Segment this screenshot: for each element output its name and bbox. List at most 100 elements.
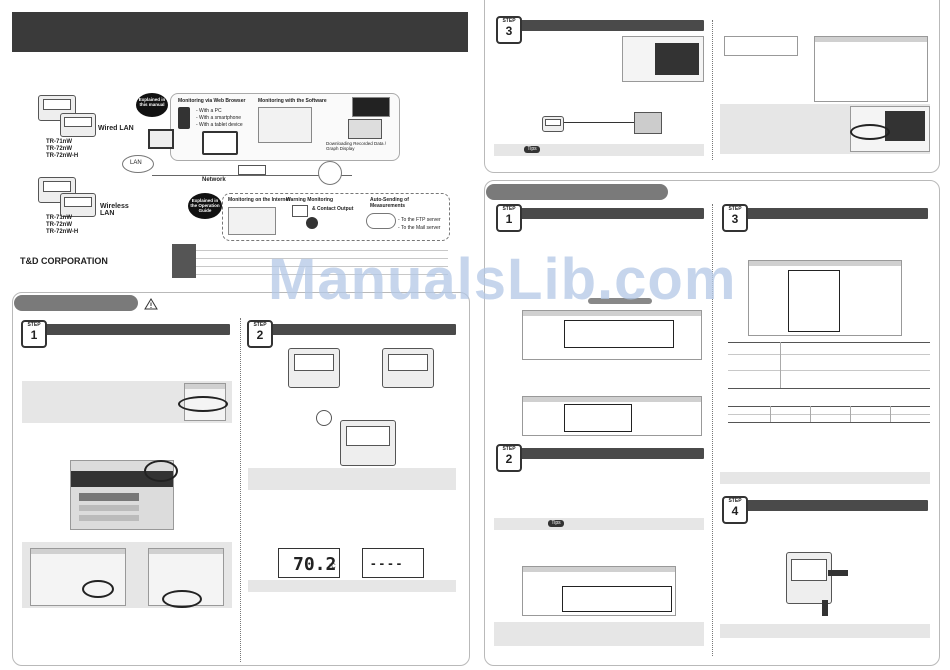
highlight-oval xyxy=(144,460,178,482)
step-header-bar xyxy=(732,208,928,219)
battery-icon xyxy=(316,410,332,426)
table-divider xyxy=(810,406,811,422)
table-line xyxy=(728,342,930,343)
pc-icon xyxy=(634,112,662,134)
highlight-rect xyxy=(788,270,840,332)
wired-model-1: TR-71nW xyxy=(46,139,72,145)
note-box xyxy=(248,580,456,592)
tips-badge: Tips xyxy=(524,146,540,153)
cable-plug-icon xyxy=(828,570,848,576)
lcd-display-reading: 70.2 °C xyxy=(278,548,340,578)
web-item-3: - With a tablet device xyxy=(196,122,243,128)
highlight-rect xyxy=(562,586,672,612)
tips-box xyxy=(494,518,704,530)
monitoring-internet-title: Monitoring on the Internet xyxy=(228,197,290,203)
speech-bubble xyxy=(136,93,168,117)
cloud-icon xyxy=(366,213,396,229)
highlight-rect xyxy=(564,404,632,432)
web-item-1: - With a PC xyxy=(196,108,222,114)
monitoring-software-title: Monitoring with the Software xyxy=(258,98,327,104)
software-screenshot xyxy=(622,36,704,82)
table-line xyxy=(728,414,930,415)
logger-device-icon xyxy=(60,193,96,217)
logger-device-icon xyxy=(38,95,76,121)
settings-window-screenshot xyxy=(522,396,702,436)
dialog-screenshot xyxy=(724,36,798,56)
explained-manual-text: Explained in this manual xyxy=(138,97,166,107)
lower-feature-box xyxy=(222,193,450,241)
logger-device-icon xyxy=(288,348,340,388)
table-divider xyxy=(850,406,851,422)
instruction-box xyxy=(248,468,456,490)
settings-window-screenshot xyxy=(748,260,902,336)
cable-plug-icon xyxy=(822,600,828,616)
pc-icon xyxy=(348,119,382,139)
smartphone-icon xyxy=(178,107,190,129)
table-line xyxy=(196,266,448,267)
note-box xyxy=(720,472,930,484)
section-tab xyxy=(486,184,668,200)
router-icon xyxy=(238,165,266,175)
note-box xyxy=(494,622,704,646)
title-banner xyxy=(12,12,468,52)
alarm-icon xyxy=(306,217,318,229)
table-line xyxy=(728,388,930,389)
display-dashes: - - - - xyxy=(371,555,402,571)
table-line xyxy=(196,274,448,275)
lan-node xyxy=(122,155,154,173)
table-line xyxy=(196,250,448,251)
internet-screenshot xyxy=(228,207,276,235)
table-line xyxy=(728,354,930,355)
settings-window-screenshot xyxy=(522,566,676,616)
highlight-oval xyxy=(162,590,202,608)
highlight-rect xyxy=(564,320,674,348)
company-logo: T&D CORPORATION xyxy=(20,256,108,266)
web-item-2: - With a smartphone xyxy=(196,115,242,121)
pill-button xyxy=(588,298,652,304)
dialog-screenshot xyxy=(30,548,126,606)
wireless-model-2: TR-72nW xyxy=(46,222,72,228)
speech-bubble xyxy=(188,193,222,219)
note-box xyxy=(720,624,930,638)
table-line xyxy=(196,258,448,259)
wireless-model-3: TR-72nW-H xyxy=(46,229,79,235)
highlight-oval xyxy=(82,580,114,598)
table-line xyxy=(728,370,930,371)
display-unit: °C xyxy=(329,564,336,570)
auto-sending-title: Auto-Sending of Measurements xyxy=(370,197,409,209)
step-header-bar xyxy=(508,20,704,31)
settings-window-screenshot xyxy=(522,310,702,360)
step-header-bar xyxy=(732,500,928,511)
network-label: Network xyxy=(202,177,226,183)
downloading-text: Downloading Recorded Data / Graph Displa… xyxy=(326,141,387,151)
tips-box xyxy=(494,144,704,156)
contact-output-title: & Contact Output xyxy=(312,206,354,212)
warning-monitoring-title: Warning Monitoring xyxy=(286,197,334,203)
lan-label: LAN xyxy=(130,160,142,166)
mail-icon xyxy=(292,205,308,217)
logger-device-icon xyxy=(340,420,396,466)
globe-icon xyxy=(318,161,342,185)
divider xyxy=(712,204,713,656)
logger-device-icon xyxy=(60,113,96,137)
explained-guide-text: Explained in the Operation Guide xyxy=(190,198,220,213)
warning-icon xyxy=(144,297,158,315)
to-ftp-text: - To the FTP server xyxy=(398,217,441,223)
step-header-bar xyxy=(256,324,456,335)
step-header-bar xyxy=(508,448,704,459)
usb-cable-illustration xyxy=(542,112,662,134)
step-header-bar xyxy=(30,324,230,335)
section-tab xyxy=(14,295,138,311)
software-screenshot xyxy=(850,106,930,152)
highlight-oval xyxy=(178,396,228,412)
wired-lan-label: Wired LAN xyxy=(98,125,134,132)
software-window-screenshot xyxy=(814,36,928,102)
monitoring-web-title: Monitoring via Web Browser xyxy=(178,98,246,104)
wireless-lan-label: Wireless LAN xyxy=(100,203,129,217)
highlight-oval xyxy=(850,124,890,140)
